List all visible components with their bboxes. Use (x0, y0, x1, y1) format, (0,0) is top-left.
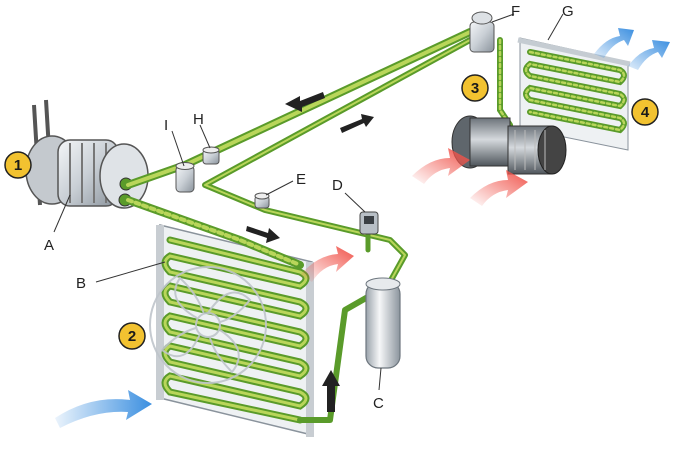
valve-h-icon (202, 146, 220, 165)
blower-fan-icon (451, 115, 567, 175)
evaporator-icon (497, 37, 631, 151)
hot-air-arrow-blower-1 (412, 148, 470, 184)
cold-air-arrow-condenser (55, 390, 152, 428)
label-h: H (193, 111, 204, 128)
badge-3: 3 (461, 74, 489, 102)
badge-1: 1 (4, 151, 32, 179)
valve-e-icon (254, 192, 270, 209)
svg-text:3: 3 (471, 80, 479, 97)
compressor-icon (25, 99, 149, 209)
flow-arrow-condenser (246, 226, 280, 243)
label-i: I (164, 117, 168, 134)
label-b: B (76, 275, 86, 292)
label-e: E (296, 171, 306, 188)
label-d: D (332, 177, 343, 194)
svg-text:1: 1 (14, 157, 22, 174)
expansion-valve-f-icon (469, 11, 495, 53)
cold-air-arrow-evaporator-2 (628, 40, 670, 70)
badge-4: 4 (631, 98, 659, 126)
label-a: A (44, 237, 54, 254)
label-f: F (511, 3, 520, 20)
label-c: C (373, 395, 384, 412)
flow-arrow-left (285, 92, 325, 112)
svg-text:4: 4 (641, 104, 650, 121)
flow-arrow-up (322, 370, 340, 412)
pressure-switch-d-icon (359, 211, 379, 235)
label-g: G (562, 3, 574, 20)
cold-air-arrow-evaporator-1 (594, 28, 634, 58)
receiver-drier-icon (365, 277, 401, 369)
hot-air-arrow-condenser (300, 246, 354, 282)
badge-2: 2 (118, 322, 146, 350)
callout-lines (53, 13, 564, 391)
condenser-icon (149, 224, 314, 437)
hot-air-arrow-blower-2 (470, 170, 528, 206)
flow-arrow-right (340, 114, 374, 133)
svg-text:2: 2 (128, 328, 136, 345)
sensor-i-icon (175, 162, 195, 193)
